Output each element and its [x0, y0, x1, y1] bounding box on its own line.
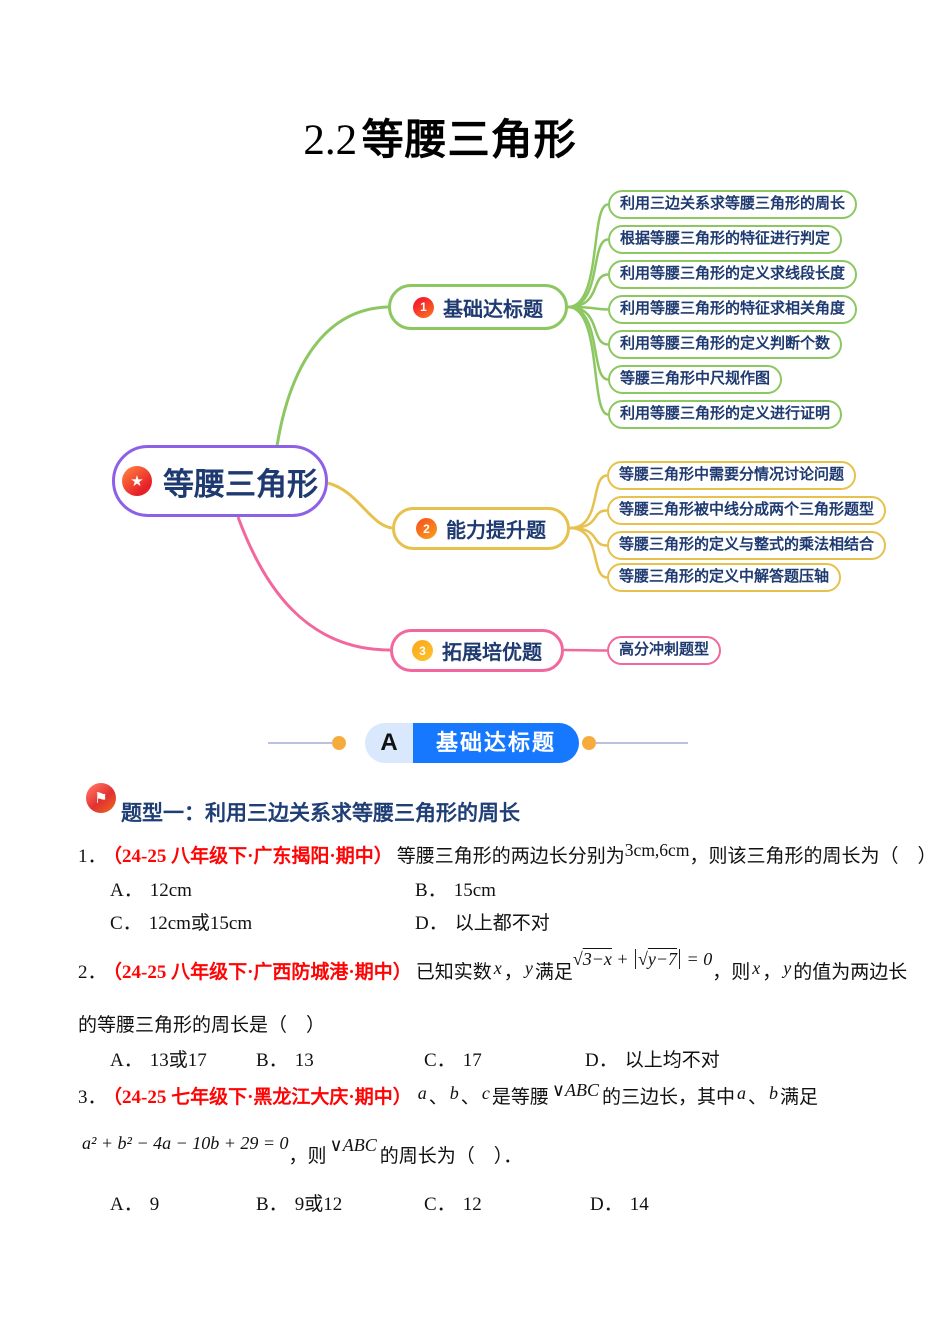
number-3-icon: 3	[412, 640, 433, 661]
problem-source: （24-25 七年级下·黑龙江大庆·期中）	[112, 1087, 412, 1108]
mindmap-branch-advanced: 3 拓展培优题	[390, 629, 564, 672]
option-item: A．9	[110, 1194, 160, 1215]
branch-label: 拓展培优题	[442, 642, 542, 664]
page-title-number: 2.2	[303, 117, 358, 164]
star-icon: ★	[122, 466, 152, 496]
math-expression: 3cm,6cm	[624, 840, 690, 860]
divider-dot-right	[582, 736, 596, 750]
option-item: B．9或12	[256, 1194, 343, 1215]
branch-label: 基础达标题	[443, 298, 543, 321]
mindmap-branch-basic: 1 基础达标题	[388, 284, 568, 330]
option-item: D．以上均不对	[585, 1050, 720, 1071]
problem-source: （24-25 八年级下·广东揭阳·期中）	[112, 846, 393, 867]
problem-1-options-row-2: C．12cm或15cm D．以上都不对	[0, 908, 950, 936]
mindmap-leaf: 高分冲刺题型	[607, 636, 722, 665]
divider-line-right	[596, 742, 688, 744]
problem-number: 2．	[78, 962, 107, 983]
page-title: 2.2 等腰三角形	[0, 106, 880, 167]
topic-title: 题型一：利用三边关系求等腰三角形的周长	[121, 802, 520, 825]
problem-source: （24-25 八年级下·广西防城港·期中）	[112, 962, 412, 983]
math-expression: a² + b² − 4a − 10b + 29 = 0	[82, 1133, 289, 1153]
problem-1-options-row-1: A．12cm B．15cm	[0, 875, 950, 903]
branch-label: 能力提升题	[446, 520, 546, 542]
option-item: D．以上都不对	[415, 913, 550, 934]
mindmap-leaf: 利用等腰三角形的定义判断个数	[608, 330, 843, 359]
mindmap-branch-ability: 2 能力提升题	[392, 507, 570, 550]
mindmap-leaf: 利用等腰三角形的定义进行证明	[608, 400, 843, 429]
problem-2-options-row: A．13或17 B．13 C．17 D．以上均不对	[0, 1045, 950, 1073]
triangle-symbol: ∨ABC	[551, 1080, 599, 1100]
problem-3-options-row: A．9 B．9或12 C．12 D．14	[0, 1189, 950, 1217]
option-item: C．12cm或15cm	[110, 913, 253, 934]
mindmap-leaf: 利用三边关系求等腰三角形的周长	[608, 190, 858, 219]
option-item: A．12cm	[110, 880, 192, 901]
mindmap-root-label: 等腰三角形	[163, 466, 318, 502]
problem-number: 3．	[78, 1087, 107, 1108]
problem-1-text: 1．（24-25 八年级下·广东揭阳·期中）等腰三角形的两边长分别为3cm,6c…	[78, 840, 937, 867]
section-letter-badge: A	[365, 723, 413, 763]
mindmap-leaf: 等腰三角形中需要分情况讨论问题	[607, 461, 857, 490]
option-item: B．13	[256, 1050, 314, 1071]
problem-3-text-line-2: a² + b² − 4a − 10b + 29 = 0，则∨ABC的周长为（ ）…	[82, 1133, 523, 1167]
problem-2-text-line-2: 的等腰三角形的周长是（ ）	[78, 1015, 326, 1036]
triangle-symbol: ∨ABC	[329, 1135, 377, 1155]
mindmap-root-node: ★ 等腰三角形	[112, 445, 328, 517]
section-title-badge: 基础达标题	[413, 723, 580, 763]
problem-number: 1．	[78, 846, 107, 867]
option-item: D．14	[590, 1194, 649, 1215]
divider-dot-left	[332, 736, 346, 750]
option-item: B．15cm	[415, 880, 496, 901]
mindmap-leaf: 利用等腰三角形的定义求线段长度	[608, 260, 858, 289]
option-item: C．17	[424, 1050, 482, 1071]
mindmap-leaf: 根据等腰三角形的特征进行判定	[608, 225, 843, 254]
flag-icon: ⚑	[86, 783, 116, 813]
math-expression: √3−x + √y−7 = 0	[572, 949, 713, 969]
mindmap-leaf: 等腰三角形中尺规作图	[608, 365, 783, 394]
number-1-icon: 1	[413, 296, 434, 318]
option-item: A．13或17	[110, 1050, 207, 1071]
divider-line-left	[268, 742, 332, 744]
option-item: C．12	[424, 1194, 482, 1215]
mindmap-leaf: 等腰三角形的定义中解答题压轴	[607, 563, 842, 592]
page-title-text: 等腰三角形	[361, 116, 577, 163]
mindmap-leaf: 等腰三角形的定义与整式的乘法相结合	[607, 531, 887, 560]
mindmap-leaf: 利用等腰三角形的特征求相关角度	[608, 295, 858, 324]
mindmap-leaf: 等腰三角形被中线分成两个三角形题型	[607, 496, 887, 525]
number-2-icon: 2	[416, 518, 437, 539]
